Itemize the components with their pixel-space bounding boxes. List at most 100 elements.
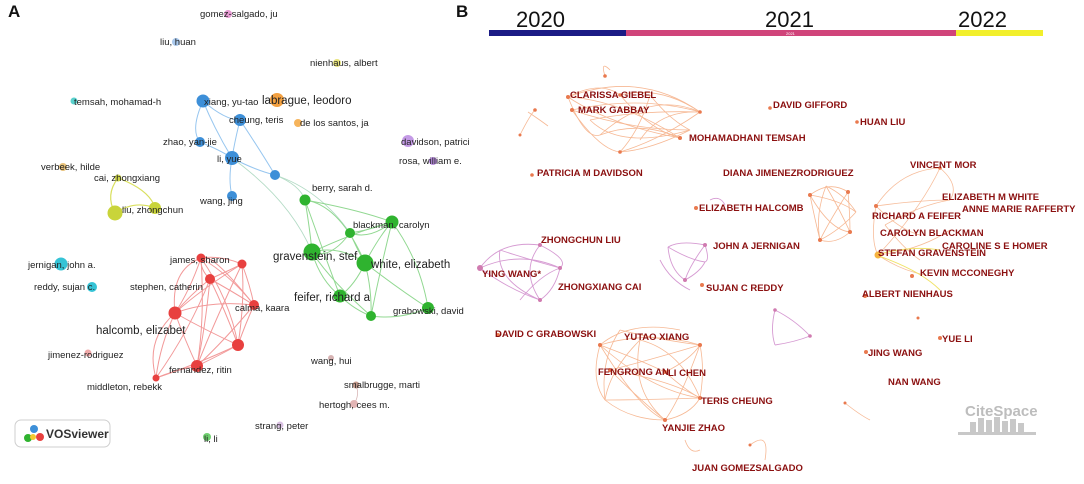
cs-label-ying-wang: YING WANG* [482, 269, 541, 280]
label-cheung: cheung, teris [229, 115, 284, 126]
label-li-yue: li, yue [217, 154, 242, 165]
label-wang-hui: wang, hui [310, 356, 352, 367]
cs-label-feifer: RICHARD A FEIFER [872, 211, 961, 222]
label-jernigan: jernigan, john a. [27, 260, 96, 271]
cs-label-halcomb: ELIZABETH HALCOMB [699, 203, 804, 214]
citespace-logo: CiteSpace [958, 403, 1038, 435]
cs-label-yanjie: YANJIE ZHAO [662, 423, 725, 434]
label-blackman: blackman, carolyn [353, 220, 430, 231]
node-davidson [402, 135, 414, 147]
panel-b-letter: B [456, 2, 468, 21]
cs-node-19 [938, 166, 942, 170]
node-zhao [195, 137, 205, 147]
red-cluster-edges [152, 256, 255, 379]
node-reddy [87, 282, 97, 292]
cs-label-zhongxiang: ZHONGXIANG CAI [558, 282, 641, 293]
cs-node-5 [698, 110, 702, 114]
vosviewer-logo-text: VOSviewer [46, 427, 109, 441]
cs-label-giebel: CLARISSA GIEBEL [570, 90, 656, 101]
cs-node-31 [698, 343, 702, 347]
cs-label-gravenstein: STEFAN GRAVENSTEIN [878, 248, 986, 259]
label-davidson: davidson, patrici [401, 137, 470, 148]
cs-node-8 [855, 120, 859, 124]
cs-label-teris: TERIS CHEUNG [701, 396, 773, 407]
node-smalbrugge [352, 381, 360, 389]
node-rosa [429, 157, 437, 165]
cs-node-6 [618, 150, 622, 154]
node-wang-jing [227, 191, 237, 201]
cs-node-36 [864, 350, 868, 354]
node-liu-zhongchun [107, 205, 123, 221]
citespace-edges-lower [595, 326, 871, 461]
cs-node-39 [773, 308, 777, 312]
panel-a: A [8, 2, 470, 448]
timeline-bar-2020 [489, 30, 626, 36]
cs-node-32 [608, 368, 612, 372]
node-cai [114, 174, 122, 182]
vosviewer-logo-icon [24, 425, 44, 442]
cs-label-temsah: MOHAMADHANI TEMSAH [689, 133, 806, 144]
label-calma: calma, kaara [235, 303, 290, 314]
cs-label-mor: VINCENT MOR [910, 160, 977, 171]
timeline: 2020 2021 2022 2021 [489, 7, 1043, 36]
cs-label-gomez: JUAN GOMEZSALGADO [692, 463, 803, 474]
label-fernandez: fernandez, ritin [169, 365, 232, 376]
label-middleton: middleton, rebekk [87, 382, 162, 393]
label-gravenstein: gravenstein, stef [273, 251, 358, 263]
cs-node-1 [566, 95, 570, 99]
cs-node-22 [538, 243, 542, 247]
citespace-edges-purple [479, 197, 811, 346]
cs-node-11 [603, 74, 607, 78]
node-unnamed-yellow [149, 202, 161, 214]
label-rosa: rosa, william e. [399, 156, 462, 167]
node-unnamed-green [345, 228, 355, 238]
node-liu-huan [172, 38, 180, 46]
cs-label-davidson: PATRICIA M DAVIDSON [537, 168, 643, 179]
panel-a-nodes [54, 10, 437, 441]
cs-node-18 [874, 251, 882, 259]
node-jernigan [54, 257, 68, 271]
label-de-los-santos: de los santos, ja [300, 118, 369, 129]
label-jimenez: jimenez-rodriguez [47, 350, 124, 361]
label-smalbrugge: smalbrugge, marti [344, 380, 420, 391]
cs-node-24 [538, 298, 542, 302]
cs-node-27 [700, 283, 704, 287]
label-liu-huan: liu, huan [160, 37, 196, 48]
label-temsah: temsah, mohamad-h [74, 97, 161, 108]
citespace-logo-text: CiteSpace [965, 403, 1038, 420]
label-berry: berry, sarah d. [312, 183, 373, 194]
cs-node-33 [663, 370, 667, 374]
cs-label-white: ELIZABETH M WHITE [942, 192, 1039, 203]
cs-node-20 [910, 274, 914, 278]
year-2021: 2021 [765, 7, 814, 32]
node-gravenstein [303, 243, 321, 261]
citespace-edges-yellow [875, 247, 941, 291]
node-calma [249, 300, 259, 310]
node-blackman [385, 215, 399, 229]
panel-a-letter: A [8, 2, 20, 21]
cs-label-nienhaus: ALBERT NIENHAUS [862, 289, 953, 300]
node-green-small [366, 311, 376, 321]
cs-node-4 [678, 136, 682, 140]
cs-node-21 [477, 265, 483, 271]
label-halcomb: halcomb, elizabet [96, 325, 186, 337]
cs-label-homer: CAROLINE S E HOMER [942, 241, 1048, 252]
label-stephen: stephen, catherin [130, 282, 203, 293]
cs-label-zhongchun: ZHONGCHUN LIU [541, 235, 621, 246]
node-unnamed-blue [270, 170, 280, 180]
node-james [196, 253, 206, 263]
cs-node-30 [598, 343, 602, 347]
cs-node-15 [818, 238, 822, 242]
cs-label-yue-li: YUE LI [942, 334, 973, 345]
label-grabowski: grabowski, david [393, 306, 464, 317]
cs-node-42 [748, 443, 752, 447]
timeline-bar-2021 [626, 30, 956, 36]
cs-node-14 [846, 190, 850, 194]
cs-node-16 [848, 230, 852, 234]
cs-node-17 [874, 204, 878, 208]
cs-label-rafferty: ANNE MARIE RAFFERTY [962, 204, 1076, 215]
cs-node-7 [768, 106, 772, 110]
node-nienhaus [333, 59, 341, 67]
node-white [356, 254, 374, 272]
timeline-small-label: 2021 [786, 31, 796, 36]
